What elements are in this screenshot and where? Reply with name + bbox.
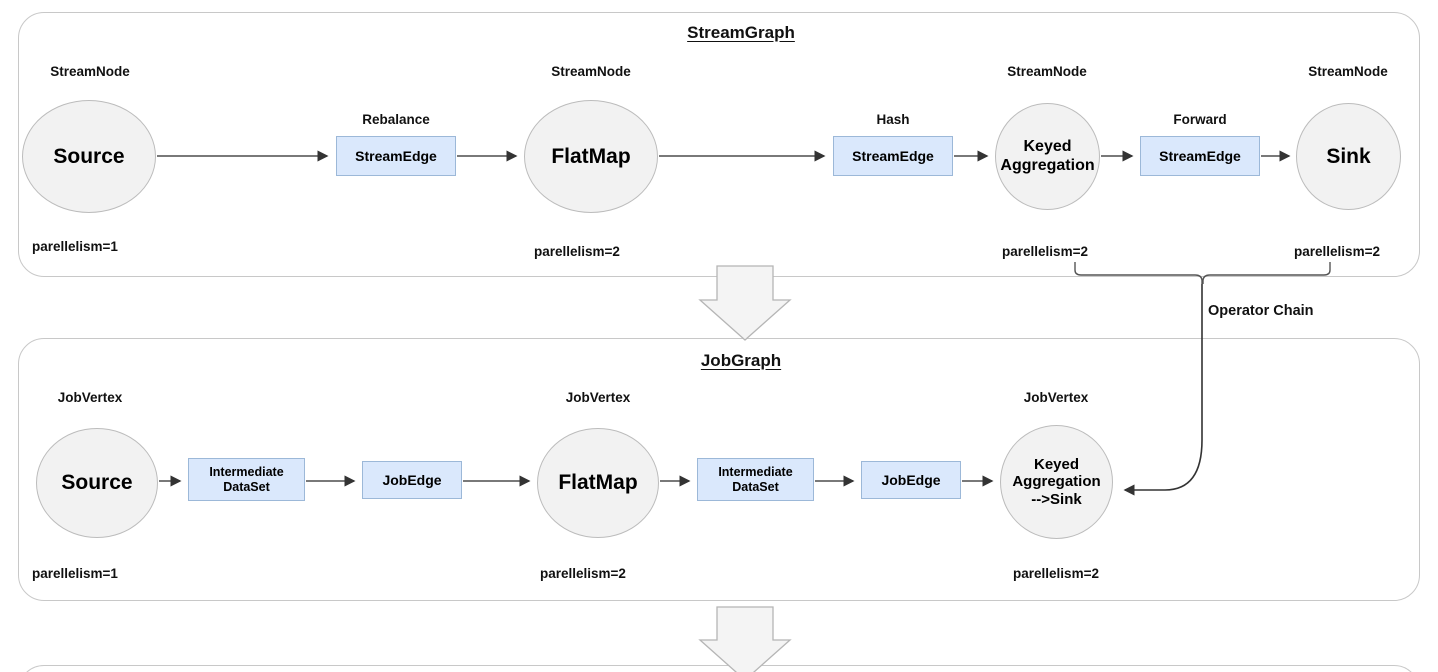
transition-arrow-1	[698, 265, 792, 341]
streamnode-source[interactable]: Source	[22, 100, 156, 213]
parallelism-streamnode-source: parellelism=1	[32, 239, 118, 254]
streamedge-hash[interactable]: StreamEdge	[833, 136, 953, 176]
streamnode-label-flatmap: StreamNode	[551, 64, 631, 79]
streamnode-label-source: StreamNode	[50, 64, 130, 79]
streamnode-label-keyed-aggregation: StreamNode	[1007, 64, 1087, 79]
parallelism-streamnode-flatmap: parellelism=2	[534, 244, 620, 259]
jobedge-2[interactable]: JobEdge	[861, 461, 961, 499]
jobvertex-label-keyed-aggregation-sink: JobVertex	[1023, 390, 1089, 405]
jobvertex-label-flatmap: JobVertex	[565, 390, 631, 405]
partition-label-hash: Hash	[876, 112, 910, 127]
transition-arrow-2	[698, 606, 792, 672]
operator-chain-label: Operator Chain	[1208, 303, 1314, 319]
streamedge-forward[interactable]: StreamEdge	[1140, 136, 1260, 176]
parallelism-streamnode-keyed-aggregation: parellelism=2	[1002, 244, 1088, 259]
third-panel-partial	[18, 665, 1420, 672]
jobvertex-label-source: JobVertex	[57, 390, 123, 405]
parallelism-jobvertex-source: parellelism=1	[32, 566, 118, 581]
streamnode-sink[interactable]: Sink	[1296, 103, 1401, 210]
streamedge-rebalance[interactable]: StreamEdge	[336, 136, 456, 176]
jobgraph-title: JobGraph	[700, 351, 782, 370]
parallelism-streamnode-sink: parellelism=2	[1294, 244, 1380, 259]
jobedge-1[interactable]: JobEdge	[362, 461, 462, 499]
partition-label-rebalance: Rebalance	[362, 112, 430, 127]
parallelism-jobvertex-keyed-aggregation-sink: parellelism=2	[1013, 566, 1099, 581]
jobvertex-source[interactable]: Source	[36, 428, 158, 538]
streamnode-label-sink: StreamNode	[1308, 64, 1388, 79]
jobvertex-flatmap[interactable]: FlatMap	[537, 428, 659, 538]
parallelism-jobvertex-flatmap: parellelism=2	[540, 566, 626, 581]
streamgraph-title: StreamGraph	[687, 23, 795, 42]
streamnode-flatmap[interactable]: FlatMap	[524, 100, 658, 213]
partition-label-forward: Forward	[1173, 112, 1227, 127]
